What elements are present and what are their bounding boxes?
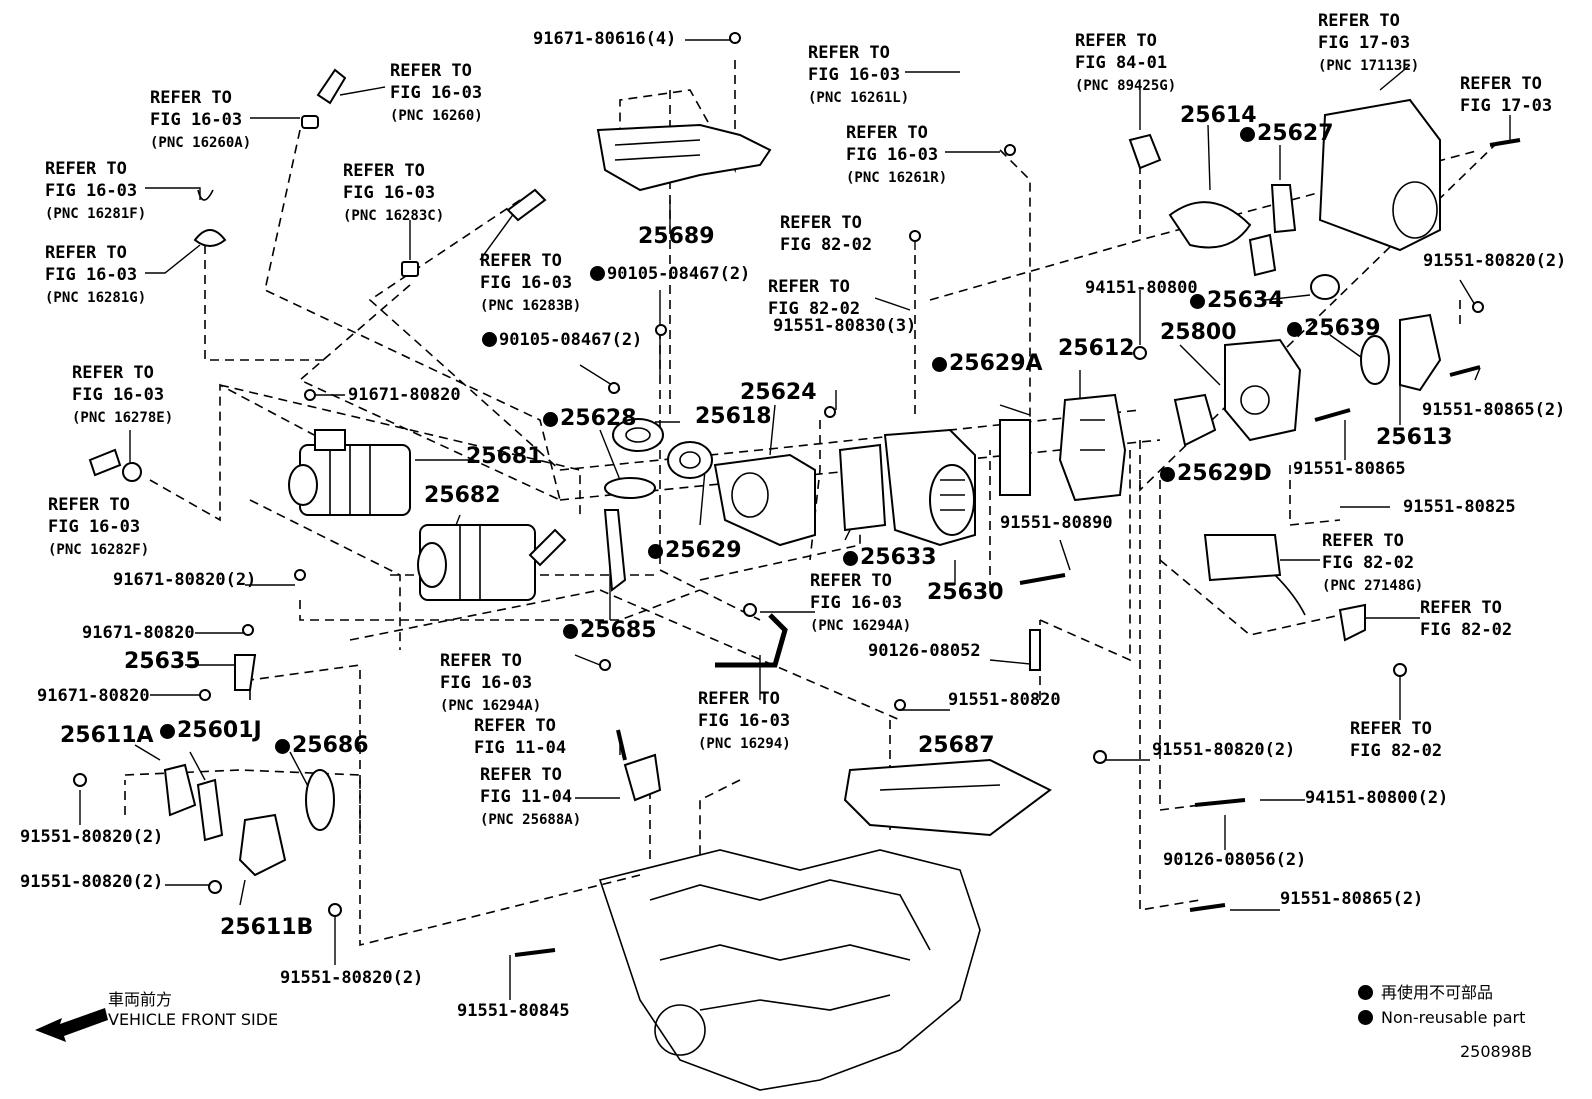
pnc-label: 25611A (60, 723, 154, 748)
part-number: 91551-80865(2) (1422, 400, 1566, 420)
pnc-label: 25682 (424, 483, 501, 508)
figure-id: 250898B (1460, 1042, 1533, 1061)
nonreusable-dot-icon (275, 739, 290, 754)
pnc-label: 25601J (160, 720, 262, 742)
pnc-label: 25687 (918, 733, 995, 758)
pnc-label: 25800 (1160, 320, 1237, 345)
part-number: 91551-80830(3) (773, 316, 917, 336)
part-number: 91551-80890 (1000, 513, 1113, 533)
pnc-label: 25689 (638, 224, 715, 249)
part-shapes (35, 32, 1521, 1091)
part-number: 91671-80820 (37, 686, 150, 706)
nonreusable-dot-icon (1358, 985, 1373, 1000)
part-number: 91671-80820 (82, 623, 195, 643)
part-number: 91551-80865 (1293, 459, 1406, 479)
part-number: 91551-80825 (1403, 497, 1516, 517)
nonreusable-dot-icon (1358, 1010, 1373, 1025)
pnc-label: 25628 (543, 408, 637, 430)
part-number: 90105-08467(2) (482, 332, 642, 349)
part-number: 91671-80820 (348, 385, 461, 405)
nonreusable-dot-icon (932, 357, 947, 372)
part-number: 91551-80820 (948, 690, 1061, 710)
pnc-label: 25681 (466, 444, 543, 469)
pnc-label: 25611B (220, 915, 314, 940)
pnc-label: 25629 (648, 540, 742, 562)
pnc-label: 25685 (563, 620, 657, 642)
pnc-label: 25624 (740, 380, 817, 405)
pnc-label: 25686 (275, 735, 369, 757)
pnc-label: 25627 (1240, 123, 1334, 145)
nonreusable-dot-icon (543, 412, 558, 427)
part-number: 91551-80820(2) (20, 872, 164, 892)
pnc-label: 25613 (1376, 425, 1453, 450)
pnc-label: 25629A (932, 353, 1043, 375)
nonreusable-dot-icon (482, 332, 497, 347)
part-number: 91551-80820(2) (280, 968, 424, 988)
nonreusable-dot-icon (590, 266, 605, 281)
nonreusable-dot-icon (160, 724, 175, 739)
part-number: 94151-80800 (1085, 278, 1198, 298)
part-number: 91671-80820(2) (113, 570, 257, 590)
nonreusable-dot-icon (1240, 127, 1255, 142)
part-number: 94151-80800(2) (1305, 788, 1449, 808)
part-number: 90126-08056(2) (1163, 850, 1307, 870)
nonreusable-dot-icon (843, 551, 858, 566)
part-number: 91671-80616(4) (533, 29, 677, 49)
pnc-label: 25612 (1058, 336, 1135, 361)
part-number: 91551-80820(2) (1152, 740, 1296, 760)
nonreusable-dot-icon (1287, 322, 1302, 337)
pnc-label: 25633 (843, 547, 937, 569)
part-number: 91551-80865(2) (1280, 889, 1424, 909)
pnc-label: 25618 (695, 404, 772, 429)
nonreusable-dot-icon (1190, 294, 1205, 309)
pnc-label: 25629D (1160, 463, 1272, 485)
legend: 再使用不可部品 Non-reusable part (1358, 980, 1525, 1030)
pnc-label: 25639 (1287, 318, 1381, 340)
part-number: 91551-80820(2) (20, 827, 164, 847)
nonreusable-dot-icon (1160, 467, 1175, 482)
pnc-label: 25634 (1190, 290, 1284, 312)
pnc-label: 25630 (927, 580, 1004, 605)
nonreusable-dot-icon (648, 544, 663, 559)
part-number: 90126-08052 (868, 641, 981, 661)
pnc-label: 25635 (124, 649, 201, 674)
part-number: 91551-80820(2) (1423, 251, 1567, 271)
part-number: 91551-80845 (457, 1001, 570, 1021)
part-number: 90105-08467(2) (590, 266, 750, 283)
front-arrow-icon (35, 1008, 108, 1042)
pnc-label: 25614 (1180, 103, 1257, 128)
nonreusable-dot-icon (563, 624, 578, 639)
